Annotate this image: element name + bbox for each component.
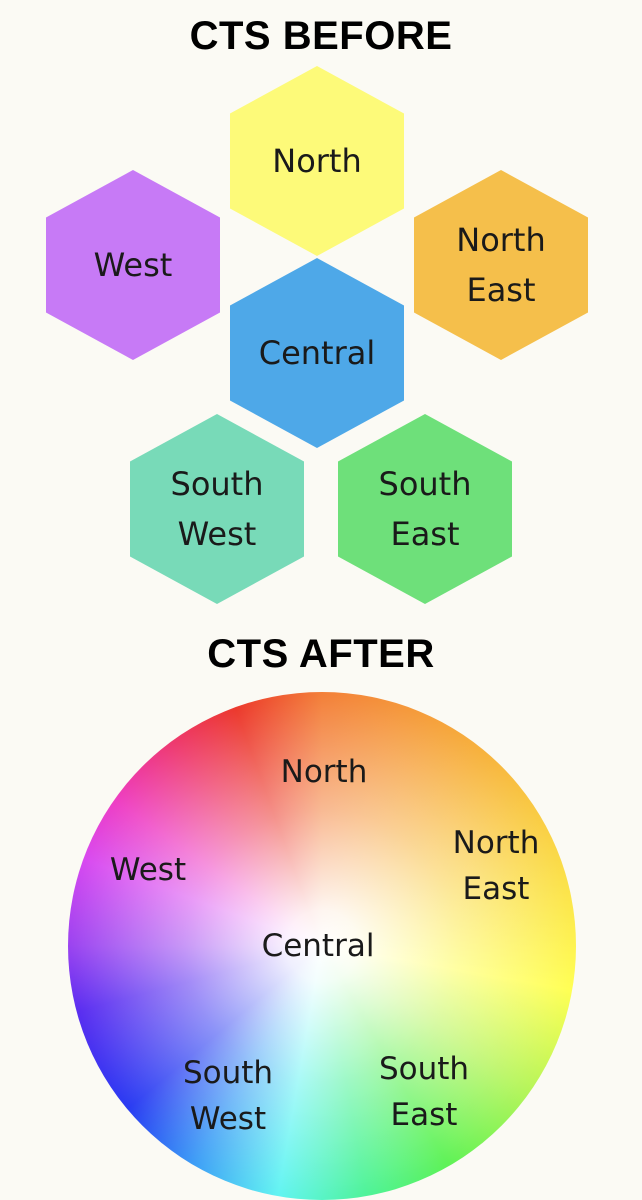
wheel-label-north: North xyxy=(280,754,368,790)
title-after: CTS AFTER xyxy=(207,632,435,676)
hex-west-label: West xyxy=(93,246,173,284)
wheel-label-central: Central xyxy=(261,928,375,964)
color-wheel xyxy=(68,692,576,1200)
hex-south-west-label: South West xyxy=(170,465,264,553)
hex-north-label: North xyxy=(272,142,362,180)
hex-south-west: South West xyxy=(130,414,304,604)
hex-north-east-label: North East xyxy=(456,221,546,309)
hex-central: Central xyxy=(230,258,404,448)
hex-south-east-label: South East xyxy=(378,465,472,553)
wheel-label-south-east: South East xyxy=(378,1051,470,1133)
title-before: CTS BEFORE xyxy=(189,14,453,58)
hex-central-label: Central xyxy=(258,334,376,372)
hex-north: North xyxy=(230,66,404,256)
hex-west: West xyxy=(46,170,220,360)
hex-north-east: North East xyxy=(414,170,588,360)
wheel-label-west: West xyxy=(109,852,187,888)
hex-south-east: South East xyxy=(338,414,512,604)
wheel-label-north-east: North East xyxy=(452,825,540,907)
wheel-label-south-west: South West xyxy=(182,1055,274,1137)
